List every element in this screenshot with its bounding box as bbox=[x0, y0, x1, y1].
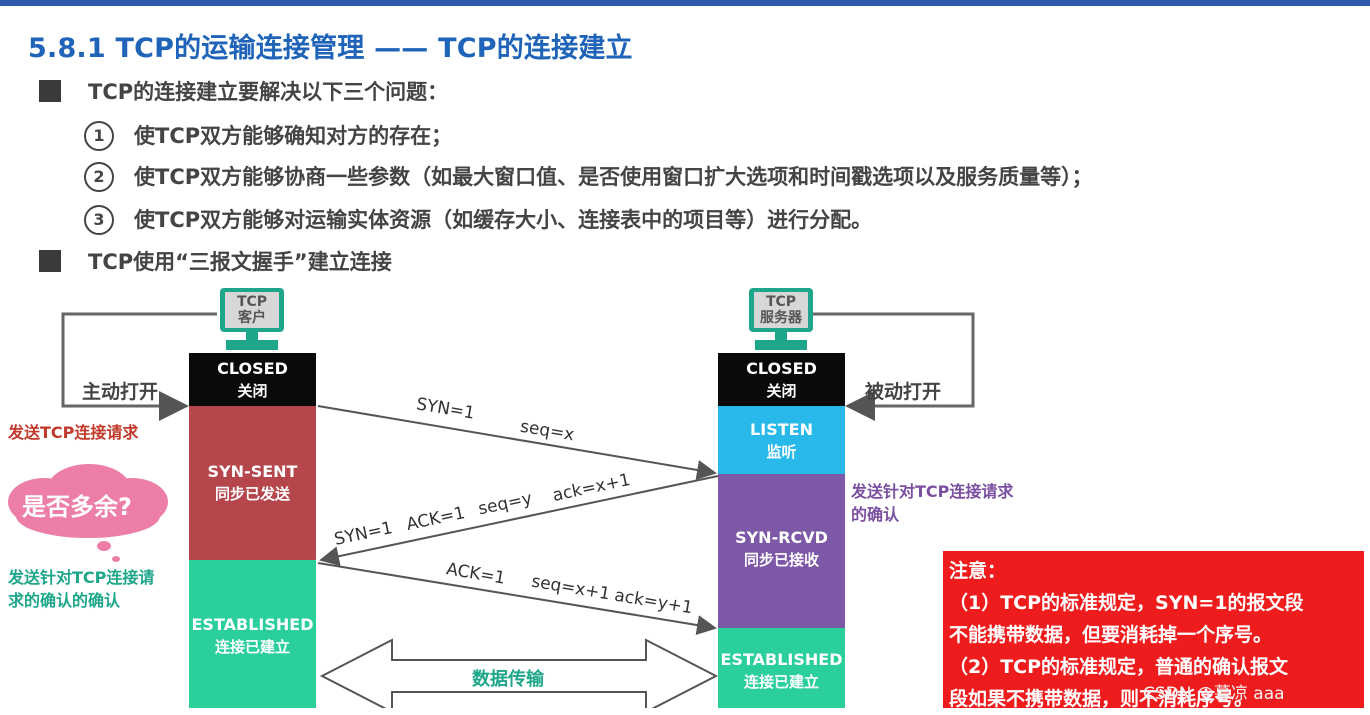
passive-open-label: 被动打开 bbox=[865, 381, 942, 403]
bullet-text: TCP使用“三报文握手”建立连接 bbox=[88, 250, 392, 274]
ack-confirm-note: 发送针对TCP连接请 求的确认的确认 bbox=[8, 568, 155, 610]
server-pc-stand bbox=[775, 332, 787, 340]
slide-title: 5.8.1 TCP的运输连接管理 —— TCP的连接建立 bbox=[28, 33, 633, 64]
server-pc-base bbox=[755, 340, 807, 350]
number-circle: 3 bbox=[84, 205, 114, 235]
bullet-text: TCP的连接建立要解决以下三个问题： bbox=[88, 80, 449, 104]
send-request-note: 发送TCP连接请求 bbox=[8, 423, 139, 442]
cloud-question: 是否多余? bbox=[22, 493, 132, 521]
client-pc-base bbox=[226, 340, 278, 350]
number-circle: 2 bbox=[84, 162, 114, 192]
syn-arrow bbox=[317, 405, 717, 480]
problem-text: 使TCP双方能够协商一些参数（如最大窗口值、是否使用窗口扩大选项和时间戳选项以及… bbox=[134, 165, 1093, 189]
data-transfer-arrow bbox=[319, 638, 719, 708]
attention-box: 注意： （1）TCP的标准规定，SYN=1的报文段 不能携带数据，但要消耗掉一个… bbox=[943, 551, 1364, 710]
confirm-note: 发送针对TCP连接请求 的确认 bbox=[851, 482, 1014, 524]
data-transfer-label: 数据传输 bbox=[472, 669, 544, 690]
problem-text: 使TCP双方能够对运输实体资源（如缓存大小、连接表中的项目等）进行分配。 bbox=[134, 208, 873, 232]
active-open-arrow bbox=[61, 312, 217, 421]
syn-ack-arrow bbox=[319, 475, 719, 567]
active-open-label: 主动打开 bbox=[82, 381, 159, 403]
watermark: CSDN @暮凉 aaa bbox=[1143, 684, 1285, 704]
ack-arrow bbox=[317, 562, 717, 635]
bullet-square bbox=[39, 250, 61, 272]
bullet-square bbox=[39, 80, 61, 102]
cloud-shape bbox=[8, 464, 168, 562]
passive-open-arrow bbox=[811, 312, 975, 421]
top-bar bbox=[0, 0, 1370, 6]
number-circle: 1 bbox=[84, 121, 114, 151]
client-pc-stand bbox=[246, 332, 258, 340]
problem-text: 使TCP双方能够确知对方的存在； bbox=[134, 124, 453, 148]
